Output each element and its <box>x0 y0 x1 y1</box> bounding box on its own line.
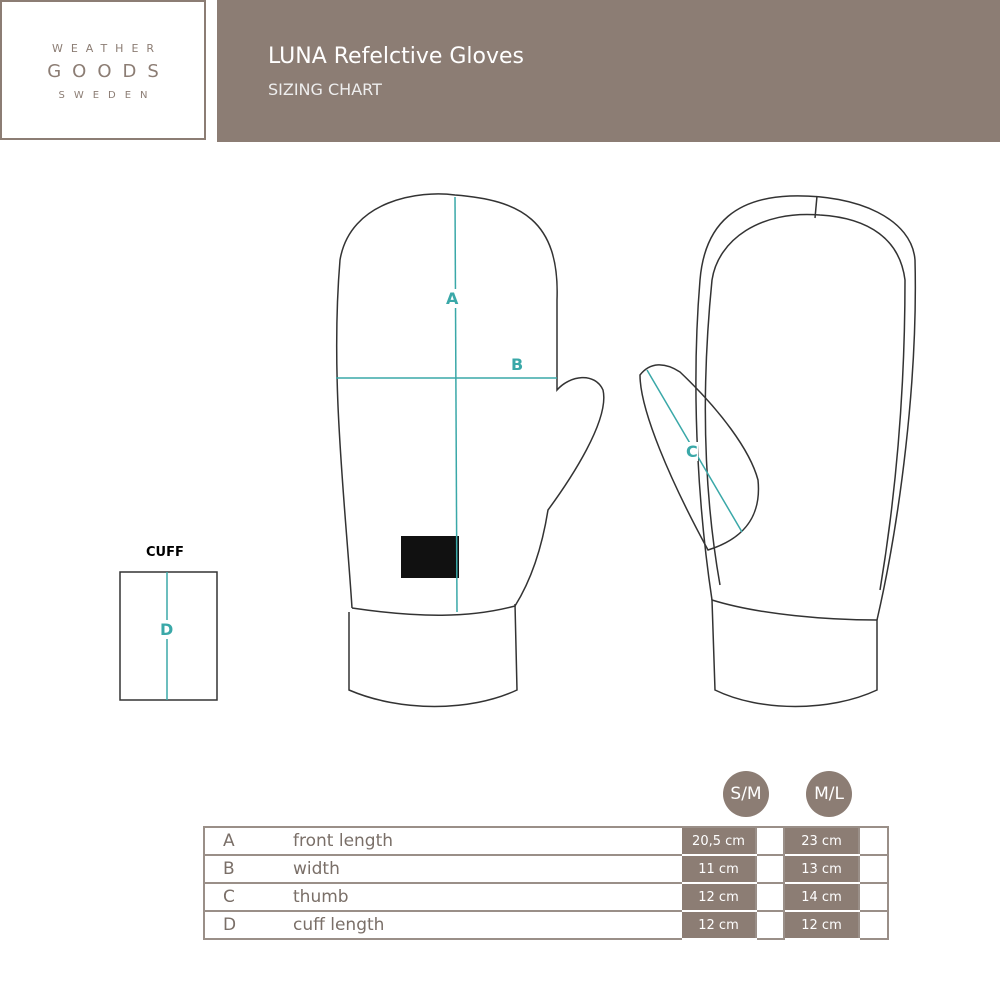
empty-cell <box>755 827 785 856</box>
label-c: C <box>686 442 698 461</box>
size-badge-ml: M/L <box>806 771 852 817</box>
value-ml: 23 cm <box>784 827 859 856</box>
value-ml: 14 cm <box>784 883 859 912</box>
row-name: thumb <box>293 883 682 912</box>
label-b: B <box>511 355 524 374</box>
logo-line-2: GOODS <box>47 61 170 82</box>
front-glove <box>335 193 605 708</box>
empty-cell <box>858 911 888 940</box>
row-key: B <box>204 855 293 884</box>
value-ml: 12 cm <box>784 911 859 940</box>
logo-patch-icon <box>401 536 459 578</box>
value-ml: 13 cm <box>784 855 859 884</box>
brand-logo: WEATHER GOODS SWEDEN <box>0 0 206 140</box>
size-badge-sm: S/M <box>723 771 769 817</box>
label-a: A <box>446 289 459 308</box>
back-glove <box>639 195 917 708</box>
label-d: D <box>160 620 174 639</box>
empty-cell <box>755 855 785 884</box>
row-name: front length <box>293 827 682 856</box>
empty-cell <box>858 883 888 912</box>
row-key: D <box>204 911 293 940</box>
glove-diagram <box>119 193 917 708</box>
row-name: width <box>293 855 682 884</box>
value-sm: 20,5 cm <box>682 827 756 856</box>
row-key: A <box>204 827 293 856</box>
logo-line-3: SWEDEN <box>58 90 157 101</box>
header-banner: LUNA Refelctive Gloves SIZING CHART <box>217 0 1000 142</box>
cuff-title: CUFF <box>146 545 184 560</box>
empty-cell <box>858 855 888 884</box>
empty-cell <box>858 827 888 856</box>
empty-cell <box>755 911 785 940</box>
logo-line-1: WEATHER <box>51 42 163 55</box>
row-key: C <box>204 883 293 912</box>
page-title: LUNA Refelctive Gloves <box>268 44 525 69</box>
value-sm: 12 cm <box>682 883 756 912</box>
value-sm: 11 cm <box>682 855 756 884</box>
page-subtitle: SIZING CHART <box>268 80 382 99</box>
row-name: cuff length <box>293 911 682 940</box>
empty-cell <box>755 883 785 912</box>
value-sm: 12 cm <box>682 911 756 940</box>
